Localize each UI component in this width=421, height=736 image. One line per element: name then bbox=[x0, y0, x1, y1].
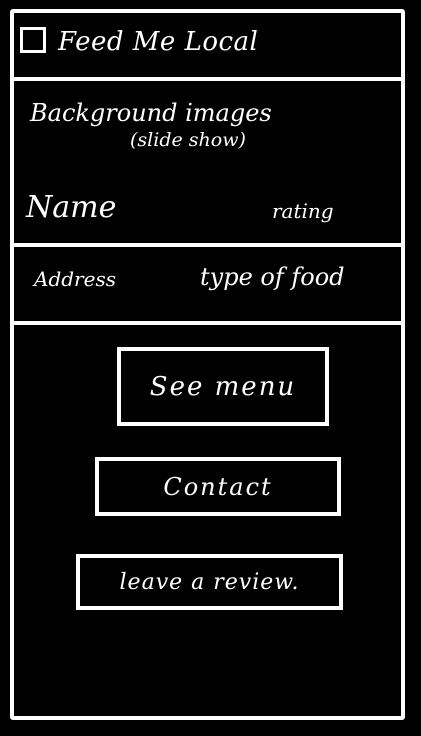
header-divider bbox=[14, 77, 401, 81]
restaurant-info: Address type of food bbox=[14, 247, 401, 321]
phone-frame: Feed Me Local Background images (slide s… bbox=[10, 9, 405, 720]
leave-review-button[interactable]: leave a review. bbox=[76, 554, 343, 610]
app-title: Feed Me Local bbox=[58, 27, 259, 57]
menu-checkbox-icon[interactable] bbox=[20, 27, 46, 53]
background-images-label: Background images bbox=[30, 99, 272, 127]
info-divider bbox=[14, 321, 401, 325]
food-type: type of food bbox=[200, 263, 345, 291]
hero-divider bbox=[14, 243, 401, 247]
app-header: Feed Me Local bbox=[14, 13, 401, 77]
see-menu-button[interactable]: See menu bbox=[117, 347, 329, 426]
restaurant-address: Address bbox=[34, 267, 116, 291]
hero-slideshow[interactable]: Background images (slide show) Name rati… bbox=[14, 81, 401, 243]
restaurant-rating: rating bbox=[272, 199, 334, 223]
contact-button[interactable]: Contact bbox=[95, 457, 341, 516]
slideshow-label: (slide show) bbox=[130, 129, 246, 151]
restaurant-name: Name bbox=[26, 190, 117, 225]
